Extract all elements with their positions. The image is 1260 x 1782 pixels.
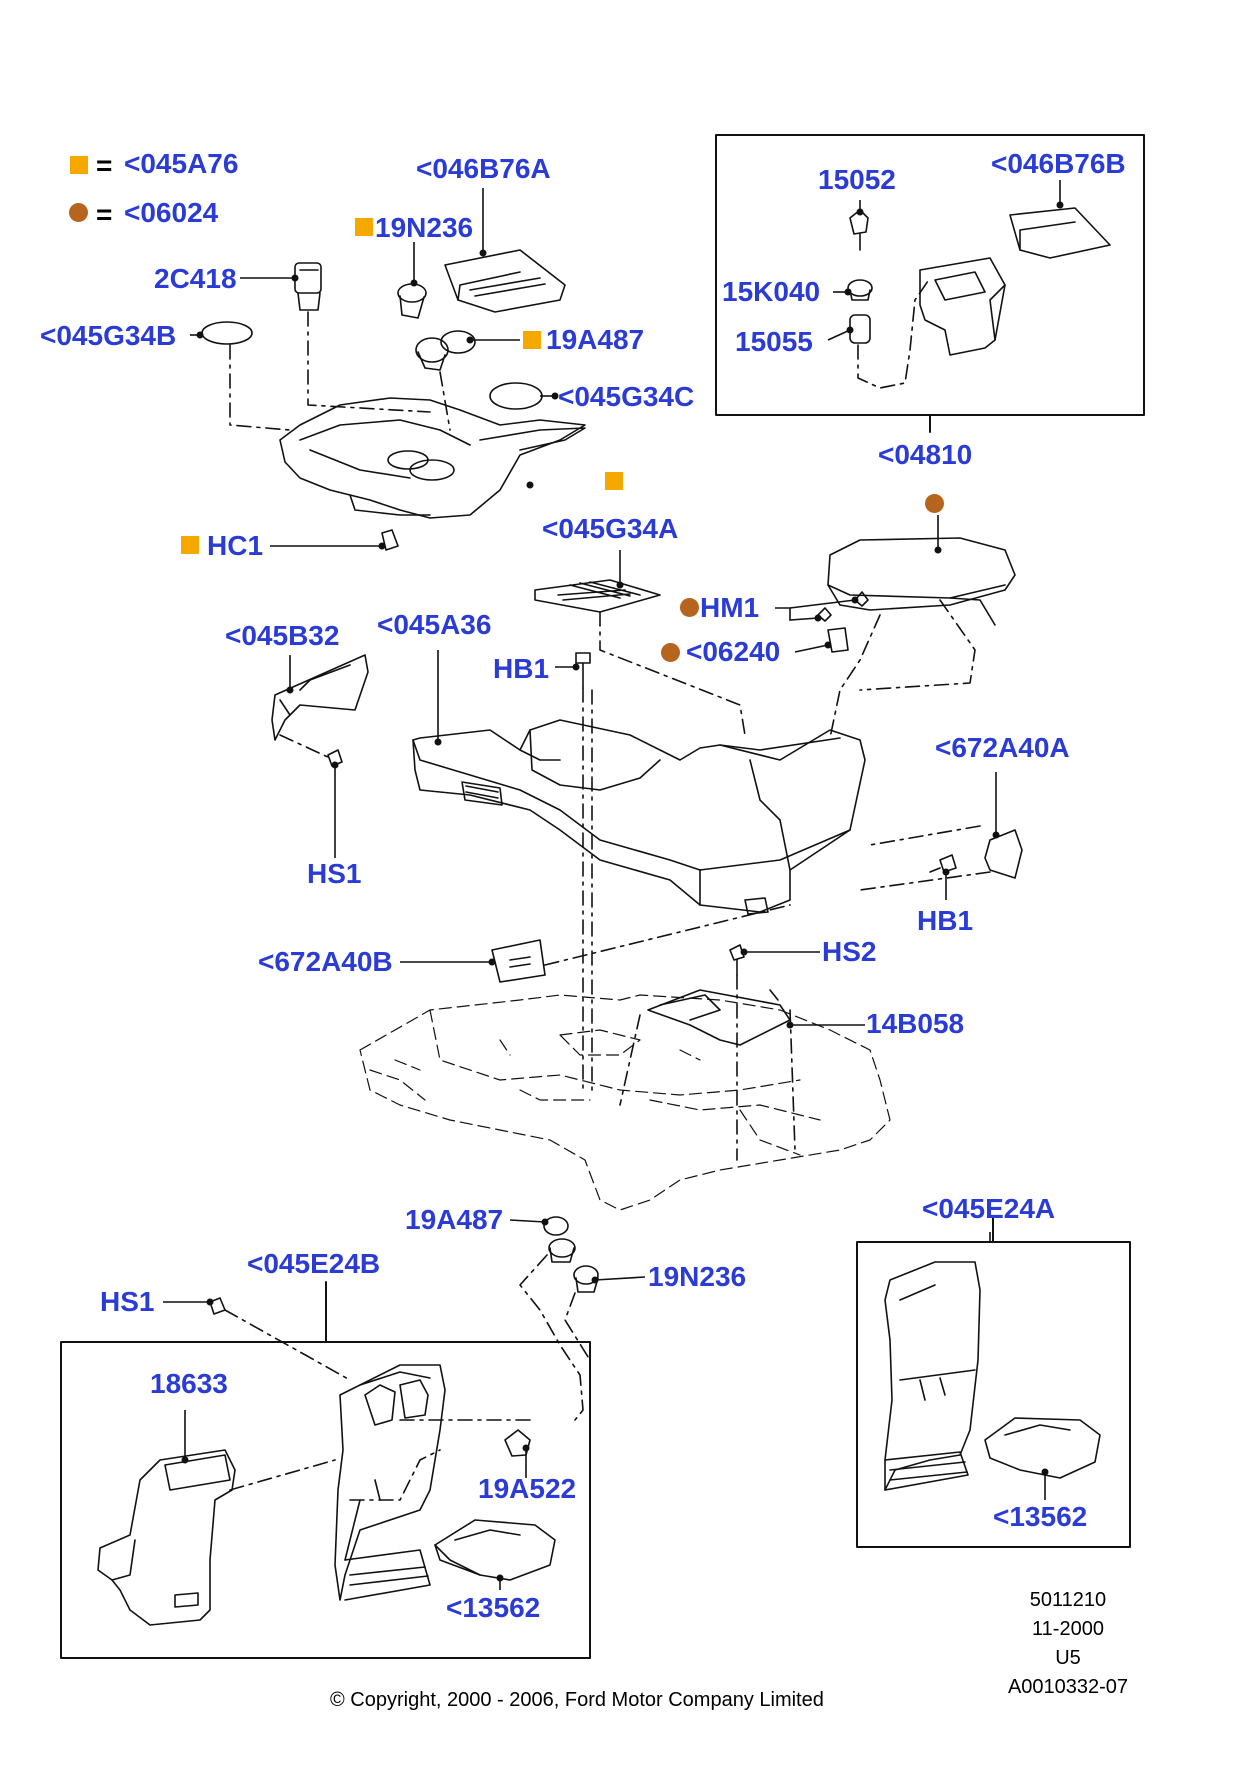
callout-19N236-top: 19N236: [375, 212, 474, 243]
copyright-text: © Copyright, 2000 - 2006, Ford Motor Com…: [330, 1689, 824, 1711]
plug-19N236-bottom-part: [573, 1265, 599, 1293]
bracket-14B058-part: [647, 989, 791, 1046]
callout-046B76B: <046B76B: [991, 148, 1126, 179]
lamp-15052-part: [849, 209, 869, 251]
callout-19A487-top: 19A487: [546, 324, 645, 355]
reference-line-4: A0010332-07: [1007, 1676, 1129, 1698]
callout-13562-right: <13562: [993, 1501, 1088, 1532]
mat-045G34A-part: [534, 579, 661, 613]
panel-045E24B-part: [334, 1364, 446, 1601]
callout-19N236-bottom: 19N236: [648, 1261, 747, 1292]
callout-19A487-bottom: 19A487: [405, 1204, 504, 1235]
callout-15055: 15055: [735, 326, 813, 357]
callout-672A40B: <672A40B: [258, 946, 393, 977]
cupholder-tray-part: [279, 397, 586, 519]
marker-HC1: [181, 536, 199, 554]
callout-045A36: <045A36: [377, 609, 492, 640]
callout-18633: 18633: [150, 1368, 228, 1399]
bolt-HB1-top-part: [575, 652, 591, 689]
callout-15052: 15052: [818, 164, 896, 195]
callout-045G34C: <045G34C: [558, 381, 695, 412]
legend-dot-marker: [69, 203, 88, 222]
marker-tray-045A76: [605, 472, 623, 490]
cap-19A487-bottom-part: [543, 1216, 576, 1263]
cap-19A487-top-part: [415, 330, 476, 371]
reference-line-1: 5011210: [1029, 1589, 1107, 1611]
callout-HS1-mid: HS1: [307, 858, 362, 889]
plug-19N236-top-part: [397, 283, 427, 319]
clip-672A40B-part: [491, 939, 546, 983]
callout-HM1: HM1: [700, 592, 760, 623]
marker-HM1: [680, 598, 699, 617]
callout-HB1-right: HB1: [917, 905, 974, 936]
callout-045G34B: <045G34B: [40, 320, 177, 351]
mat-045G34C-part: [489, 382, 543, 410]
callout-045B32: <045B32: [225, 620, 340, 651]
tray-13562-left-part: [434, 1519, 556, 1581]
reference-line-2: 11-2000: [1032, 1618, 1104, 1640]
console-045A36-part: [412, 719, 866, 915]
callout-HS2: HS2: [822, 936, 877, 967]
marker-19A487-top: [523, 331, 541, 349]
callout-HB1-top: HB1: [493, 653, 550, 684]
tray-13562-right-part: [984, 1417, 1101, 1479]
bracket-045B32-part: [271, 654, 369, 741]
callout-06240: <06240: [686, 636, 781, 667]
callout-HS1-bottom: HS1: [100, 1286, 155, 1317]
callout-045E24A: <045E24A: [922, 1193, 1056, 1224]
callout-045G34A: <045G34A: [542, 513, 679, 544]
marker-19N236-top: [355, 218, 373, 236]
callout-13562-left: <13562: [446, 1592, 541, 1623]
pad-046B76B-part: [1009, 207, 1111, 259]
panel-045E24A-part: [884, 1261, 981, 1491]
callout-19A522: 19A522: [478, 1473, 577, 1504]
legend-square-code: <045A76: [124, 148, 239, 179]
switch-2C418-part: [294, 262, 322, 311]
holder-15K040-part: [847, 279, 873, 301]
pad-046B76A-part: [444, 249, 566, 313]
trim-18633-part: [97, 1449, 236, 1626]
callout-2C418: 2C418: [154, 263, 237, 294]
reference-line-3: U5: [1055, 1647, 1081, 1669]
callout-HC1: HC1: [207, 530, 264, 561]
callout-04810: <04810: [878, 439, 973, 470]
callout-046B76A: <046B76A: [416, 153, 551, 184]
marker-armrest-06024: [925, 494, 944, 513]
marker-06240: [661, 643, 680, 662]
ashtray-04810-part: [919, 257, 1006, 356]
legend-square-marker: [70, 156, 88, 174]
legend-dot-code: <06024: [124, 197, 219, 228]
legend-square-equals: =: [96, 150, 113, 181]
callout-14B058: 14B058: [866, 1008, 965, 1039]
legend-dot-equals: =: [96, 199, 113, 230]
vehicle-floor-outline: [359, 994, 891, 1211]
callout-672A40A: <672A40A: [935, 732, 1070, 763]
callout-045E24B: <045E24B: [247, 1248, 381, 1279]
mat-045G34B-part: [201, 321, 253, 345]
clip-672A40A-part: [984, 829, 1023, 879]
callout-15K040: 15K040: [722, 276, 821, 307]
armrest-lid-part: [827, 537, 1016, 626]
